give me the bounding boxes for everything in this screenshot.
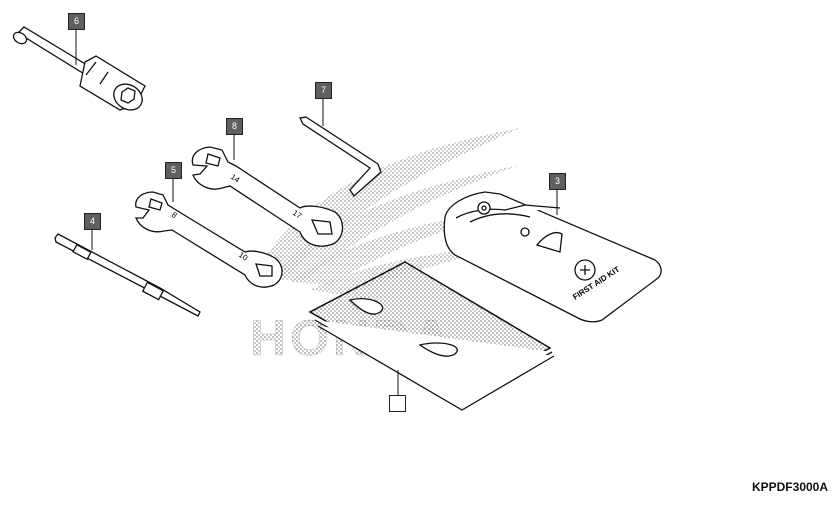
callout-8: 8	[226, 118, 243, 135]
leader-lines	[75, 30, 558, 395]
manual-pouch-icon	[308, 261, 555, 411]
callout-4: 4	[84, 213, 101, 230]
callout-7: 7	[315, 82, 332, 99]
callout-6: 6	[68, 13, 85, 30]
plug-wrench-icon	[12, 26, 146, 111]
part-code: KPPDF3000A	[751, 480, 828, 494]
first-aid-pouch-icon	[443, 191, 662, 323]
open-end-wrench-icon	[191, 146, 344, 247]
wrench-8-size: 8	[170, 210, 179, 220]
callout-blank	[389, 395, 406, 412]
callout-3: 3	[549, 173, 566, 190]
callout-5: 5	[165, 162, 182, 179]
hex-key-icon	[299, 116, 382, 197]
open-end-wrench-icon	[135, 191, 283, 288]
screwdriver-icon	[54, 233, 201, 317]
